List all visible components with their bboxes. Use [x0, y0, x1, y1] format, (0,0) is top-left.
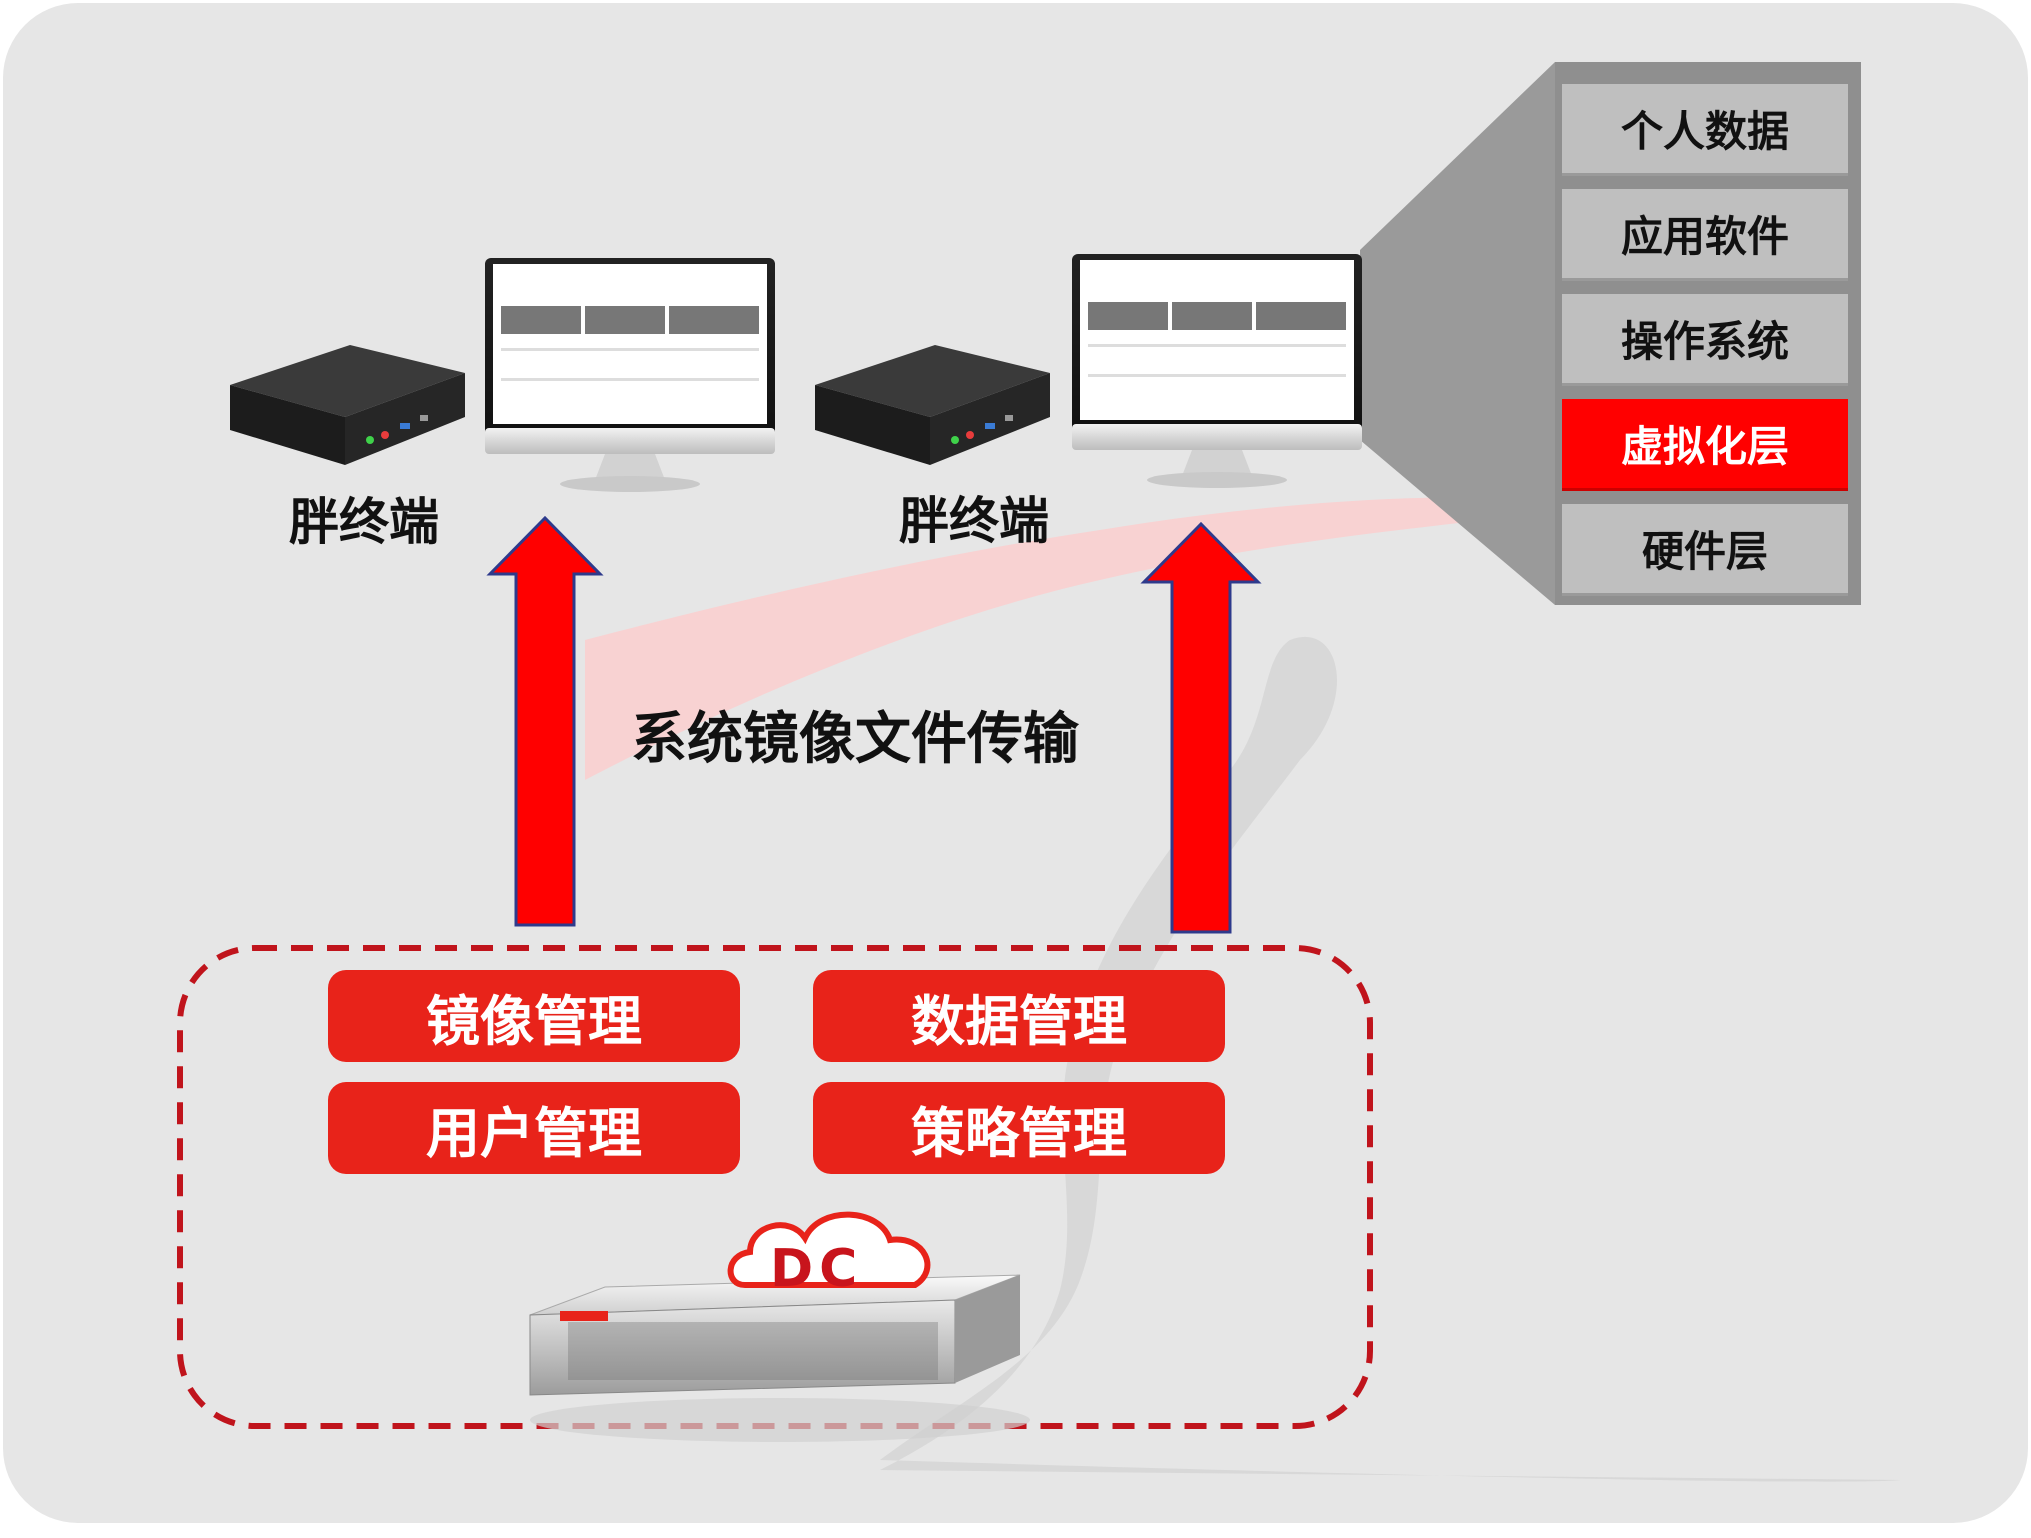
projection-wedge: [1360, 62, 1555, 605]
thin-client-box-2: [815, 345, 1050, 465]
upload-arrow-2: [1140, 521, 1262, 934]
data-management-button[interactable]: 数据管理: [813, 970, 1225, 1062]
layer-application-software: 应用软件: [1562, 189, 1848, 281]
layer-operating-system-label: 操作系统: [1620, 317, 1789, 366]
policy-management-button[interactable]: 策略管理: [813, 1082, 1225, 1174]
layer-personal-data-label: 个人数据: [1620, 107, 1789, 156]
layer-operating-system: 操作系统: [1562, 294, 1848, 386]
pink-brush-stroke: [585, 497, 1485, 780]
image-management-button[interactable]: 镜像管理: [328, 970, 740, 1062]
user-management-label: 用户管理: [426, 1101, 642, 1165]
monitor-2: [1072, 254, 1362, 488]
thin-client-box-1: [230, 345, 465, 465]
layer-hardware: 硬件层: [1562, 504, 1848, 596]
layer-virtualization-label: 虚拟化层: [1620, 422, 1789, 471]
layer-hardware-label: 硬件层: [1641, 527, 1768, 576]
dc-badge-text: DC: [770, 1239, 864, 1299]
terminal-label-1: 胖终端: [289, 493, 439, 551]
layer-application-software-label: 应用软件: [1620, 212, 1789, 261]
policy-management-label: 策略管理: [911, 1101, 1127, 1165]
data-management-label: 数据管理: [911, 989, 1127, 1053]
upload-arrow-1: [486, 515, 604, 927]
image-management-label: 镜像管理: [426, 989, 642, 1053]
dc-cloud-icon: [727, 1211, 931, 1288]
terminal-label-2: 胖终端: [899, 492, 1049, 550]
management-boundary: [177, 945, 1373, 1429]
dc-server: [529, 1274, 1030, 1442]
layer-personal-data: 个人数据: [1562, 84, 1848, 176]
layer-virtualization: 虚拟化层: [1562, 399, 1848, 491]
user-management-button[interactable]: 用户管理: [328, 1082, 740, 1174]
monitor-1: [485, 258, 775, 492]
transfer-label: 系统镜像文件传输: [631, 707, 1079, 772]
